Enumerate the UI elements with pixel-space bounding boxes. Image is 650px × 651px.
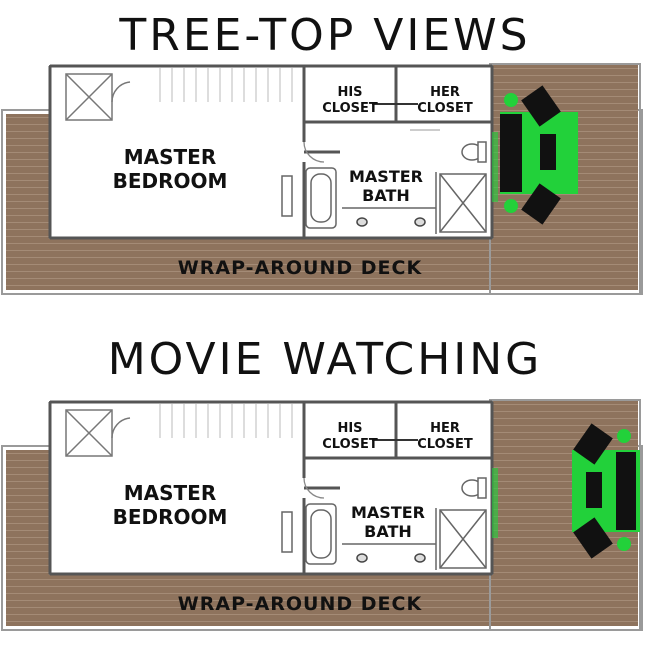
coffee-table — [540, 134, 556, 170]
side-table-top — [617, 429, 631, 443]
armchair-bottom — [573, 517, 613, 559]
master-bath-label-line1: MASTER — [351, 503, 425, 522]
panel-2-title: MOVIE WATCHING — [107, 334, 543, 385]
armchair-top — [521, 85, 561, 127]
sofa-back — [616, 452, 636, 530]
house-floor — [49, 65, 493, 239]
side-table-top — [504, 93, 518, 107]
floor-plan-1: HIS CLOSET HER CLOSET MASTER BEDROOM MAS… — [1, 63, 643, 295]
her-closet-label-line1: HER — [430, 85, 460, 100]
sofa-back — [500, 114, 522, 192]
side-table-bottom — [504, 199, 518, 213]
her-closet-label-line2: CLOSET — [417, 437, 473, 452]
his-closet-label-line1: HIS — [337, 421, 362, 436]
furniture-group — [572, 423, 640, 559]
her-closet-label-line1: HER — [430, 421, 460, 436]
master-bedroom-label-line2: BEDROOM — [113, 169, 228, 193]
master-bath-label-line1: MASTER — [349, 167, 423, 186]
his-closet-label-line2: CLOSET — [322, 101, 378, 116]
his-closet-label-line1: HIS — [337, 85, 362, 100]
panel-1-title: TREE-TOP VIEWS — [119, 10, 531, 61]
master-bath-label-line2: BATH — [362, 186, 410, 205]
his-closet-label-line2: CLOSET — [322, 437, 378, 452]
coffee-table — [586, 472, 602, 508]
master-bath-label-line2: BATH — [364, 522, 412, 541]
master-bedroom-label-line2: BEDROOM — [113, 505, 228, 529]
floor-plan-2: HIS CLOSET HER CLOSET MASTER BEDROOM MAS… — [1, 399, 643, 631]
furniture-group — [500, 85, 578, 225]
her-closet-label-line2: CLOSET — [417, 101, 473, 116]
deck-label: WRAP-AROUND DECK — [178, 593, 423, 615]
master-bedroom-label-line1: MASTER — [124, 481, 217, 505]
master-bedroom-label-line1: MASTER — [124, 145, 217, 169]
house-floor — [49, 401, 493, 575]
armchair-bottom — [521, 183, 561, 225]
deck-label: WRAP-AROUND DECK — [178, 257, 423, 279]
side-table-bottom — [617, 537, 631, 551]
armchair-top — [573, 423, 613, 465]
